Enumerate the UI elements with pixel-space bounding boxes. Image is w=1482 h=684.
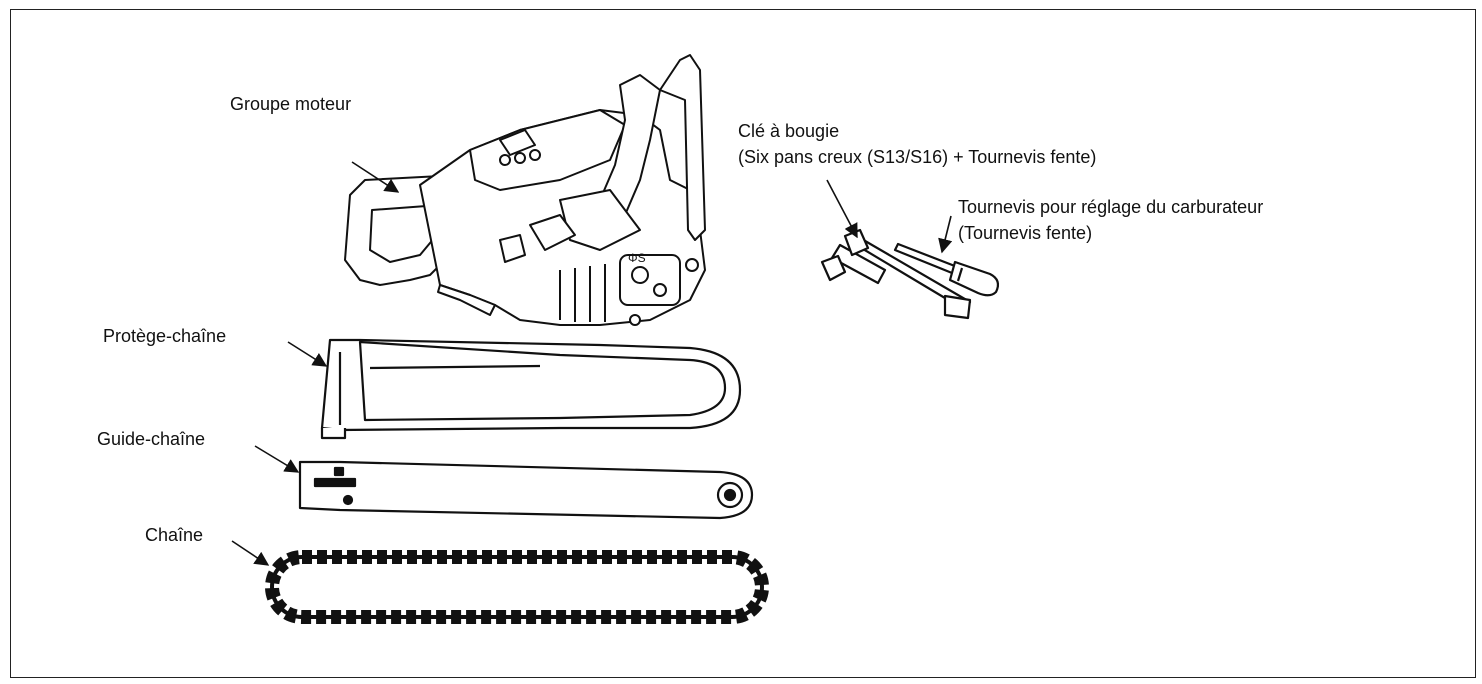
label-cle-bougie-detail: (Six pans creux (S13/S16) + Tournevis fe… [738,147,1097,167]
saw-chain-icon [265,550,769,624]
label-cle-bougie-title: Clé à bougie [738,121,840,141]
label-guide-chaine: Guide-chaîne [97,429,206,449]
spark-plug-wrench-icon [820,228,972,320]
label-protege-chaine: Protège-chaîne [103,326,227,346]
carburetor-screwdriver-icon [893,242,1000,297]
label-groupe-moteur: Groupe moteur [230,94,352,114]
leader-lines [231,161,953,566]
label-tournevis-title: Tournevis pour réglage du carburateur [958,197,1264,217]
guide-bar-icon [298,460,754,520]
chainsaw-engine-icon: ΦS [344,54,706,326]
svg-text:ΦS: ΦS [628,251,646,265]
label-chaine: Chaîne [145,525,204,545]
diagram-frame [10,9,1476,678]
label-tournevis-detail: (Tournevis fente) [958,223,1093,243]
chain-cover-icon [320,338,742,440]
